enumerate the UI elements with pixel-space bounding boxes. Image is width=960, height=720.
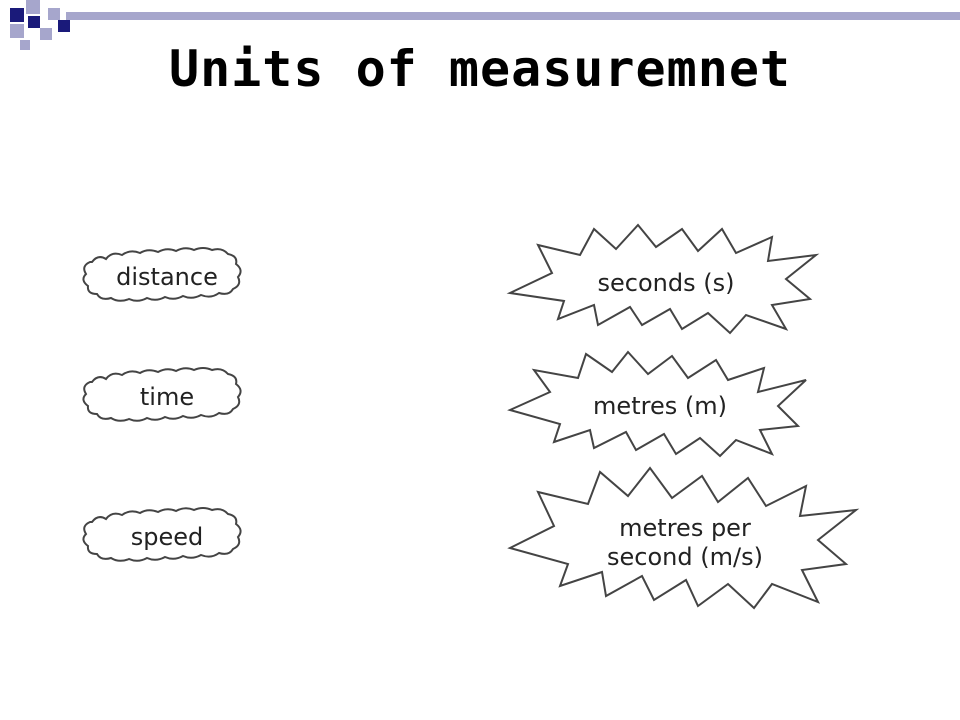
cloud-outline (82, 367, 242, 422)
deco-square-light-1 (26, 0, 40, 14)
unit-label: metres (m) (593, 391, 727, 420)
deco-rule (66, 12, 960, 20)
deco-square-dark-2 (28, 16, 40, 28)
unit-label: metres per second (m/s) (607, 514, 763, 571)
quantity-cloud-distance: distance (78, 247, 256, 302)
unit-burst-metres: metres (m) (507, 350, 810, 458)
quantity-cloud-time: time (78, 367, 256, 422)
burst-outline (506, 223, 820, 335)
deco-square-dark-3 (58, 20, 70, 32)
cloud-outline (82, 247, 242, 302)
deco-square-light-3 (40, 28, 52, 40)
quantity-label: time (139, 382, 195, 411)
unit-burst-metres-per-second: metres per second (m/s) (507, 466, 860, 610)
slide-header-decoration (10, 0, 960, 50)
quantity-label: speed (130, 522, 204, 551)
quantity-cloud-speed: speed (78, 507, 256, 562)
unit-burst-seconds: seconds (s) (506, 223, 822, 335)
quantity-label: distance (116, 262, 218, 291)
deco-square-dark-1 (10, 8, 24, 22)
burst-outline (507, 466, 860, 610)
slide-title: Units of measuremnet (168, 40, 792, 98)
deco-square-light-5 (48, 8, 60, 20)
deco-square-light-4 (20, 40, 30, 50)
deco-square-light-2 (10, 24, 24, 38)
cloud-outline (82, 507, 242, 562)
burst-outline (507, 350, 807, 458)
unit-label: seconds (s) (597, 268, 735, 297)
